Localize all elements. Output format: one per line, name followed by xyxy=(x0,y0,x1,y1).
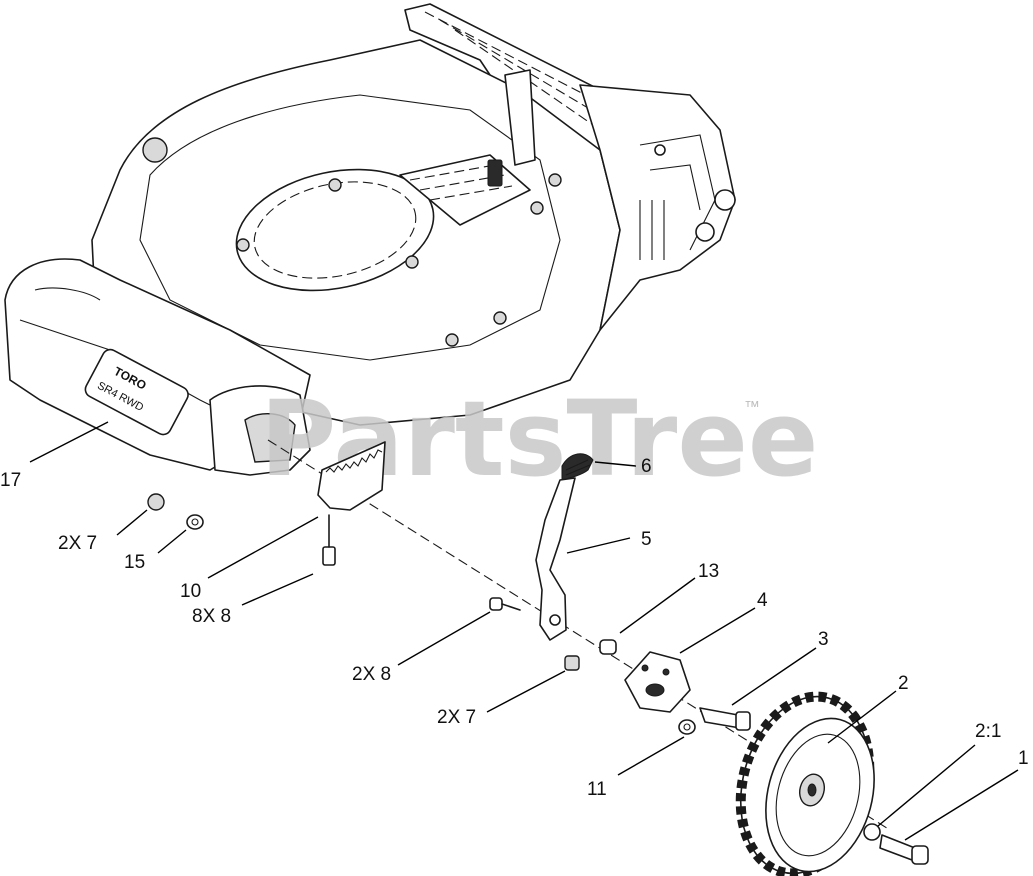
callout-1: 1 xyxy=(1018,748,1029,769)
callout-17: 17 xyxy=(0,470,21,491)
mower-deck: TORO SR4 RWD xyxy=(4,3,736,476)
callout-2: 2 xyxy=(898,673,909,694)
callout-4: 4 xyxy=(757,590,768,611)
part-7-nut-upper xyxy=(147,493,165,511)
callout-2x7-upper: 2X 7 xyxy=(58,533,97,554)
part-15-washer xyxy=(186,514,204,530)
part-13-spacer xyxy=(599,639,617,655)
callout-labels: 17 2X 7 15 10 8X 8 6 5 13 4 2X 8 3 2X 7 … xyxy=(0,456,1029,800)
part-8-screw xyxy=(322,514,336,566)
callout-2x8: 2X 8 xyxy=(352,664,391,685)
callout-2x7-lower: 2X 7 xyxy=(437,707,476,728)
part-8-bolt xyxy=(489,597,521,611)
brand-plate: TORO SR4 RWD xyxy=(84,348,189,436)
watermark-trademark: ™ xyxy=(744,399,760,416)
part-2-1-spacer xyxy=(863,823,881,841)
part-11-washer xyxy=(678,719,696,735)
callout-2-1: 2:1 xyxy=(975,721,1001,742)
callout-6: 6 xyxy=(641,456,652,477)
part-4-hub-bracket xyxy=(624,651,691,713)
callout-10: 10 xyxy=(180,581,201,602)
part-5-bracket xyxy=(535,477,576,641)
part-3-shoulder-bolt xyxy=(699,707,751,731)
callout-15: 15 xyxy=(124,552,145,573)
callout-3: 3 xyxy=(818,629,829,650)
axle-centerline xyxy=(267,439,891,831)
part-1-wheel-bolt xyxy=(879,834,929,865)
callout-11: 11 xyxy=(587,779,607,800)
callout-8x8: 8X 8 xyxy=(192,606,231,627)
callout-5: 5 xyxy=(641,529,652,550)
part-7-nut-lower xyxy=(564,655,580,671)
part-10-height-plate xyxy=(317,441,386,511)
leader-lines xyxy=(29,421,1019,841)
part-2-wheel xyxy=(735,691,875,876)
callout-13: 13 xyxy=(698,561,719,582)
